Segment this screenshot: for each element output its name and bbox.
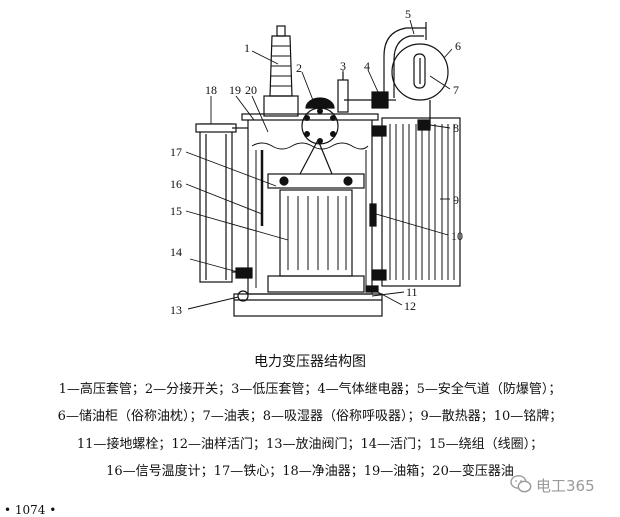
callout-20: 20 xyxy=(245,83,257,97)
low-voltage-bushing xyxy=(337,72,349,113)
legend-line-1: 1—高压套管；2—分接开关；3—低压套管；4—气体继电器；5—安全气道（防爆管）… xyxy=(58,382,562,397)
callout-18: 18 xyxy=(205,83,217,97)
page-number: • 1074 • xyxy=(4,503,57,517)
callout-11: 11 xyxy=(406,285,418,299)
wechat-icon xyxy=(510,475,532,493)
oil-conservator xyxy=(391,43,449,128)
tap-changer xyxy=(301,97,339,145)
callout-14: 14 xyxy=(170,245,182,259)
legend-line-4: 16—信号温度计；17—铁心；18—净油器；19—油箱；20—变压器油 xyxy=(106,464,514,479)
radiator xyxy=(371,117,461,287)
callout-16: 16 xyxy=(170,177,182,191)
legend-line-2: 6—储油柜（俗称油枕）；7—油表；8—吸湿器（俗称呼吸器）；9—散热器；10—铭… xyxy=(57,409,563,424)
callout-8: 8 xyxy=(453,121,459,135)
safety-vent xyxy=(383,22,427,98)
nameplate xyxy=(369,203,377,227)
callout-13: 13 xyxy=(170,303,182,317)
callout-12: 12 xyxy=(404,299,416,313)
leader-lines xyxy=(185,19,453,310)
callout-3: 3 xyxy=(340,59,346,73)
callout-4: 4 xyxy=(364,59,370,73)
callout-1: 1 xyxy=(244,41,250,55)
high-voltage-bushing xyxy=(263,25,299,117)
legend-line-3: 11—接地螺栓；12—油样活门；13—放油阀门；14—活门；15—绕组（线圈）； xyxy=(76,437,544,452)
watermark-text: 电工365 xyxy=(536,477,595,495)
callout-19: 19 xyxy=(229,83,241,97)
watermark: 电工365 xyxy=(510,474,618,495)
callout-6: 6 xyxy=(455,39,461,53)
core-and-winding xyxy=(267,139,365,293)
callout-5: 5 xyxy=(405,7,411,21)
valves xyxy=(235,267,379,302)
callout-15: 15 xyxy=(170,204,182,218)
gas-relay xyxy=(344,91,396,109)
callout-10: 10 xyxy=(451,229,463,243)
callout-17: 17 xyxy=(170,145,182,159)
figure-title: 电力变压器结构图 xyxy=(254,354,366,370)
callout-7: 7 xyxy=(453,83,459,97)
oil-tank xyxy=(233,113,383,317)
oil-purifier xyxy=(195,123,248,283)
callout-2: 2 xyxy=(296,61,302,75)
callout-9: 9 xyxy=(453,193,459,207)
callout-labels: 1 2 3 4 5 6 7 8 9 10 11 12 13 14 15 16 1… xyxy=(170,7,463,317)
transformer-structure-diagram: 1 2 3 4 5 6 7 8 9 10 11 12 13 14 15 16 1… xyxy=(170,7,463,317)
breather xyxy=(417,119,431,131)
